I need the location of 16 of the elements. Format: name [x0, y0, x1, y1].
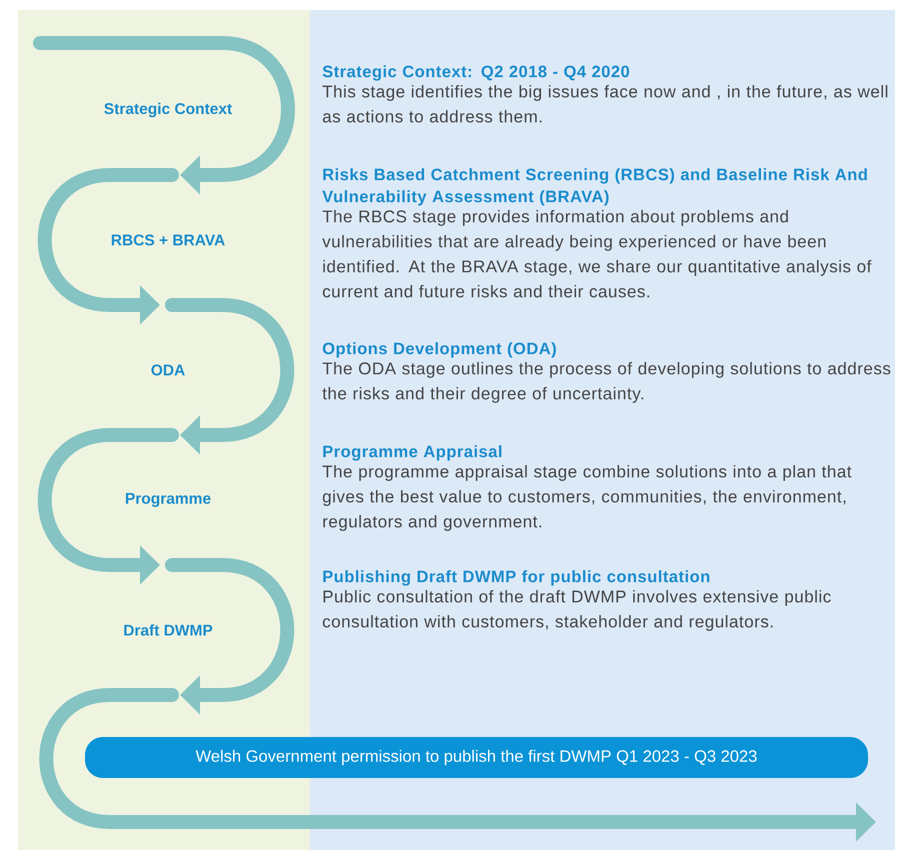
- section-text: This stage identifies the big issues face now and , in the future, as well as actions to address them.: [322, 85, 888, 123]
- section-text: The programme appraisal stage combine solutions into a plan that gives the best value to customers, communities, the environment, regulators and government.: [322, 465, 852, 531]
- banner: Welsh Government permission to publish the first DWMP Q1 2023 - Q3 2023: [85, 737, 868, 778]
- section-heading: Strategic Context: Q2 2018 - Q4 2020: [322, 65, 630, 81]
- stage-label: ODA: [151, 364, 185, 376]
- stage-label: Strategic Context: [104, 102, 232, 118]
- section-text: The RBCS stage provides information about problems and vulnerabilities that are already being experienced or have been identified. At the BRAVA stage, we share our quantitative analysis of current and future risks and their causes.: [322, 210, 872, 298]
- stage-label: Draft DWMP: [124, 624, 212, 636]
- stage-label: RBCS + BRAVA: [112, 234, 225, 246]
- section-heading: Publishing Draft DWMP for public consultation: [323, 570, 710, 586]
- section-text: Public consultation of the draft DWMP involves extensive public consultation with customers, stakeholder and regulators.: [322, 590, 831, 631]
- section-heading: Risks Based Catchment Screening (RBCS) and Baseline Risk And Vulnerability Assessment (BRAVA): [322, 168, 867, 206]
- stage-label: Programme: [126, 493, 211, 507]
- section-heading: Options Development (ODA): [322, 342, 556, 358]
- section-text: The ODA stage outlines the process of developing solutions to address the risks and their degree of uncertainty.: [322, 362, 890, 403]
- section-heading: Programme Appraisal: [323, 445, 502, 461]
